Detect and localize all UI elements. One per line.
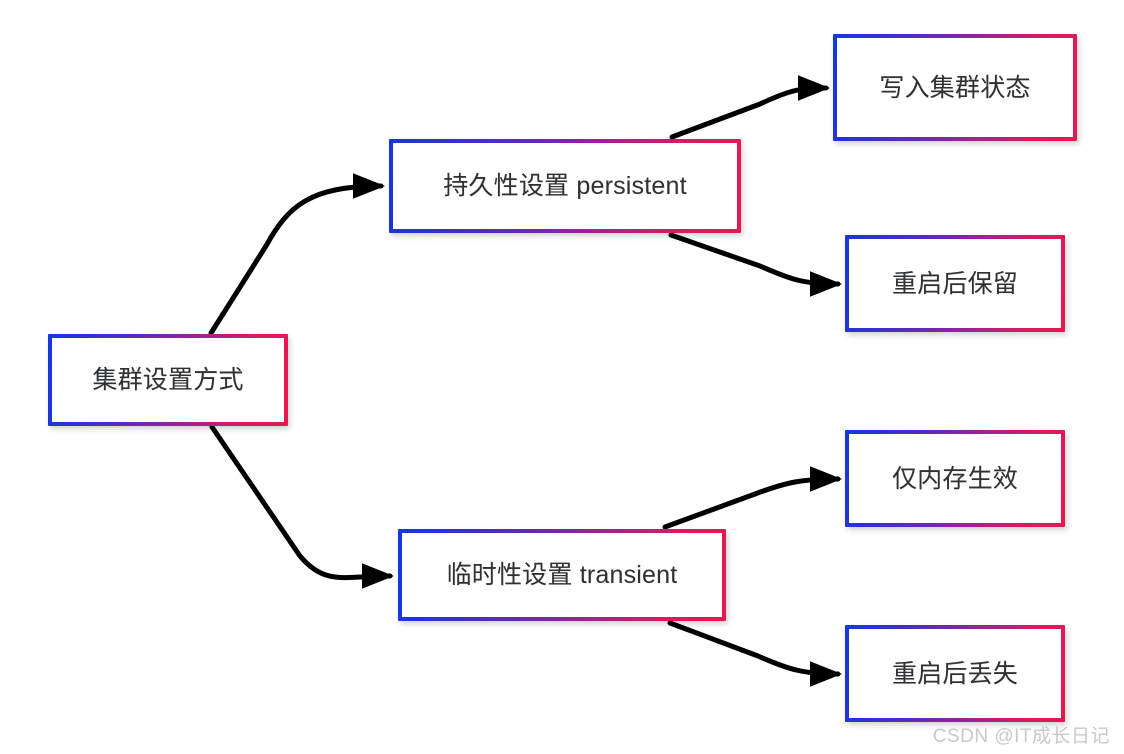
edge-persistent-to-keep-after-restart <box>668 232 843 297</box>
node-write-cluster-state[interactable]: 写入集群状态 <box>833 34 1077 141</box>
node-root[interactable]: 集群设置方式 <box>48 334 288 426</box>
node-lost-after-restart[interactable]: 重启后丢失 <box>845 625 1065 722</box>
node-memory-only[interactable]: 仅内存生效 <box>845 430 1065 527</box>
edge-transient-to-memory-only <box>662 466 843 530</box>
node-transient[interactable]: 临时性设置 transient <box>398 529 726 621</box>
node-persistent-label: 持久性设置 persistent <box>443 172 687 200</box>
watermark: CSDN @IT成长日记 <box>932 726 1110 747</box>
edge-root-to-transient <box>209 424 395 589</box>
node-write-cluster-state-label: 写入集群状态 <box>879 73 1031 102</box>
node-persistent[interactable]: 持久性设置 persistent <box>389 139 741 233</box>
edge-root-to-persistent <box>208 173 386 336</box>
node-keep-after-restart[interactable]: 重启后保留 <box>845 235 1065 332</box>
edge-transient-to-lost-after-restart <box>667 620 843 687</box>
node-lost-after-restart-label: 重启后丢失 <box>891 659 1018 688</box>
node-memory-only-label: 仅内存生效 <box>891 464 1018 493</box>
node-keep-after-restart-label: 重启后保留 <box>891 269 1018 298</box>
node-transient-label: 临时性设置 transient <box>446 561 678 589</box>
edge-persistent-to-write-cluster-state <box>669 75 831 140</box>
node-root-label: 集群设置方式 <box>92 366 244 394</box>
